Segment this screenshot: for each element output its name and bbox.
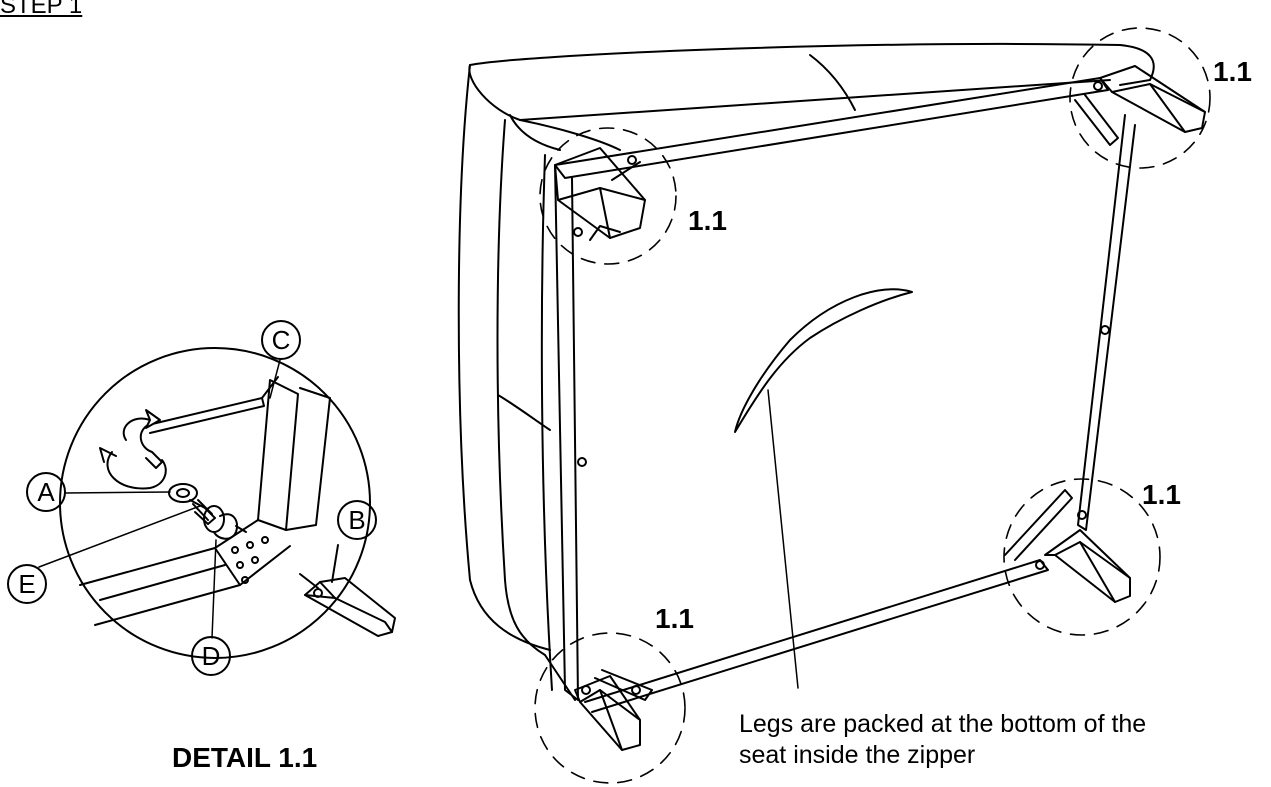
part-leader-lines (38, 359, 281, 639)
packing-note-line-1: Legs are packed at the bottom of the (739, 710, 1147, 738)
part-label-circle-c (261, 320, 301, 360)
leg-top-right (1074, 65, 1206, 146)
callout-circle-right (1003, 478, 1161, 636)
callout-circle-top-right (1069, 27, 1211, 169)
callout-circles (534, 27, 1211, 784)
detail-1-1-view: C A B E D (7, 320, 396, 676)
part-label-circle-b (337, 500, 377, 540)
bolt-assembly (168, 483, 247, 540)
rotation-arrow-icon (99, 409, 167, 490)
detail-circle (59, 347, 371, 659)
part-label-circle-e (7, 564, 47, 604)
detail-frame-corner (79, 379, 331, 626)
bolt-head-a (168, 483, 198, 503)
callout-label-bottom-left: 1.1 (655, 603, 694, 634)
callout-circle-top-left (539, 127, 677, 265)
step-title: STEP 1 (0, 0, 83, 19)
detail-title: DETAIL 1.1 (172, 742, 318, 773)
seat-frame (554, 77, 1136, 713)
detail-leg (299, 544, 396, 637)
leg-bottom-right (1004, 489, 1131, 603)
part-label-circle-d (191, 636, 231, 676)
callout-label-top-right: 1.1 (1213, 56, 1252, 87)
part-label-a: A (37, 477, 55, 507)
leg-top-left (554, 147, 646, 241)
part-label-d: D (202, 641, 221, 671)
callout-label-right: 1.1 (1142, 479, 1181, 510)
note-leader-line (767, 389, 799, 689)
seat-cushion (457, 43, 1155, 701)
part-label-circle-a (26, 472, 66, 512)
part-label-c: C (272, 325, 291, 355)
packing-note-line-2: seat inside the zipper (739, 741, 976, 769)
packing-note: Legs are packed at the bottom of the sea… (739, 709, 1146, 771)
part-label-b: B (348, 505, 365, 535)
callout-circle-bottom-left (534, 632, 686, 784)
allen-key-c (139, 376, 279, 469)
leg-bottom-left (574, 669, 653, 751)
zipper-curve-arrow (734, 288, 913, 433)
part-label-e: E (18, 569, 35, 599)
callout-label-top-left: 1.1 (688, 205, 727, 236)
